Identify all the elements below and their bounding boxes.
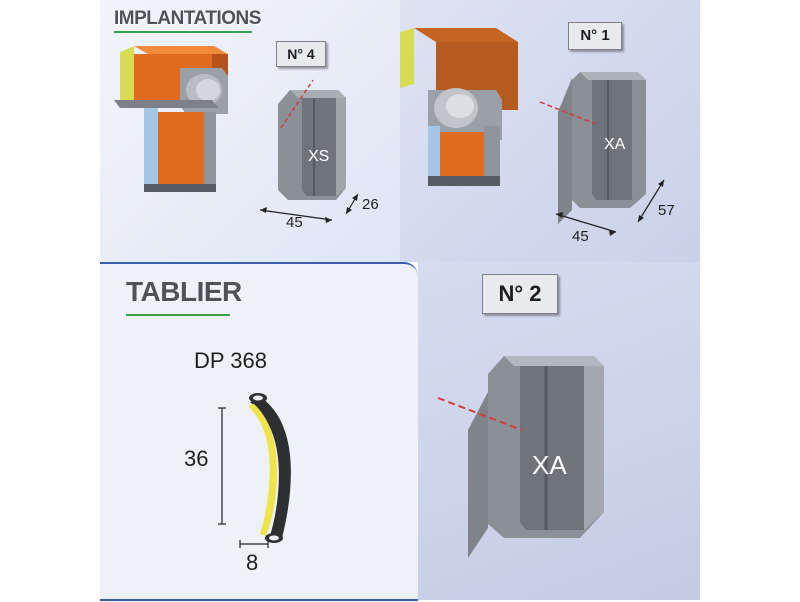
badge-n1: N° 1 bbox=[568, 22, 622, 50]
implantations-title-underline bbox=[114, 31, 252, 33]
tablier-title-underline bbox=[126, 314, 230, 316]
profile-xa-detail-illustration bbox=[437, 356, 604, 558]
tablier-title: TABLIER bbox=[126, 276, 242, 307]
implantation-illustration bbox=[114, 46, 359, 223]
dim-right-depth: 57 bbox=[658, 202, 675, 219]
implantation-n1-illustration bbox=[400, 28, 665, 236]
profile-xa-detail-icon bbox=[437, 356, 604, 558]
slat-profile-icon bbox=[248, 393, 291, 543]
profile-xs-icon bbox=[278, 79, 346, 200]
roller-box-n1-icon bbox=[400, 28, 518, 186]
dim-right-width: 45 bbox=[572, 228, 589, 245]
profile-xa-n1-icon bbox=[539, 72, 646, 224]
implantations-title: IMPLANTATIONS bbox=[114, 8, 261, 29]
dim-left-depth: 26 bbox=[362, 196, 379, 213]
slat-illustration bbox=[100, 393, 418, 601]
badge-n4: N° 4 bbox=[276, 41, 326, 67]
badge-n2: N° 2 bbox=[482, 274, 558, 314]
tablier-panel: TABLIER DP 368 36 8 bbox=[100, 262, 418, 602]
dim-left-width: 45 bbox=[286, 214, 303, 231]
roller-box-icon bbox=[114, 46, 228, 192]
profile-xa-detail-label: XA bbox=[532, 450, 567, 480]
implantations-panel: IMPLANTATIONS bbox=[100, 0, 400, 262]
implantation-n1-panel: N° 1 XA 45 57 bbox=[400, 0, 700, 262]
tablier-thickness: 8 bbox=[246, 550, 259, 575]
tablier-height: 36 bbox=[184, 446, 209, 471]
tablier-model: DP 368 bbox=[194, 348, 267, 373]
detail-n2-panel: N° 2 XA bbox=[418, 262, 700, 600]
profile-xa-n1-label: XA bbox=[604, 136, 626, 153]
profile-xs-label: XS bbox=[308, 148, 330, 165]
